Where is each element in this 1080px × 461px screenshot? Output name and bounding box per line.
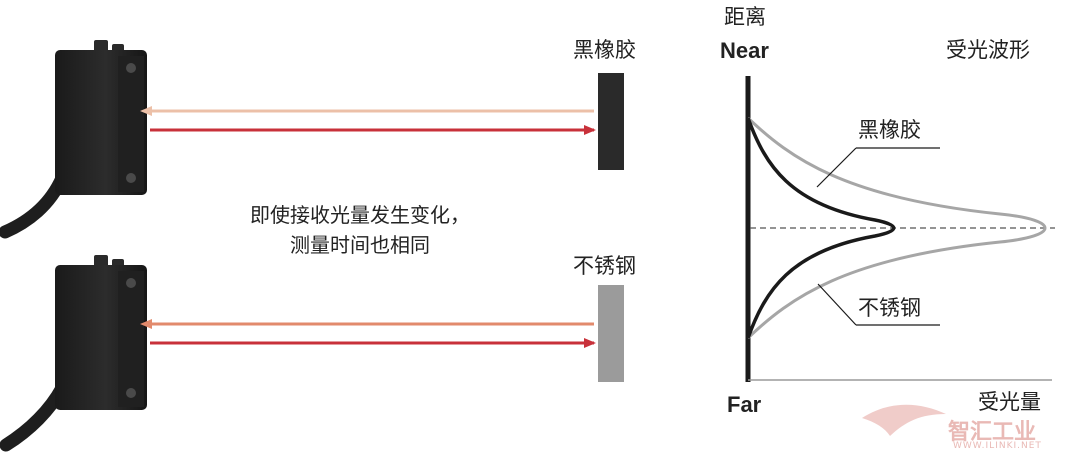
curve-black-rubber — [746, 117, 896, 339]
y-axis-title: 距离 — [724, 5, 766, 29]
graph-title: 受光波形 — [946, 38, 1030, 62]
label-stainless-steel: 不锈钢 — [573, 254, 636, 278]
sensor-bottom-lens-panel — [118, 271, 144, 407]
sensor-bottom-screw-lower — [126, 388, 136, 398]
curve-label-stainless-steel: 不锈钢 — [858, 296, 921, 320]
watermark-url: WWW.ILINKI.NET — [953, 441, 1042, 451]
caption-line-2: 测量时间也相同 — [290, 233, 430, 257]
sensor-bottom-cable — [0, 381, 69, 452]
watermark-brand: 智汇工业 — [948, 420, 1037, 445]
watermark-logo-mark — [862, 404, 946, 436]
axis-near-label: Near — [720, 38, 769, 63]
target-stainless-steel — [598, 285, 624, 382]
sensor-top — [0, 40, 147, 239]
caption-message: 即使接收光量发生变化， 测量时间也相同 — [200, 200, 520, 260]
sensor-top-lens-panel — [118, 56, 144, 192]
watermark-logo — [862, 404, 946, 436]
x-axis-label: 受光量 — [978, 390, 1041, 414]
curve-label-black-rubber: 黑橡胶 — [858, 118, 921, 142]
waveform-graph — [745, 76, 1055, 382]
target-black-rubber — [598, 73, 624, 170]
sensor-bottom — [0, 255, 147, 452]
sensor-top-knob-1 — [94, 40, 108, 52]
caption-line-1: 即使接收光量发生变化， — [250, 203, 470, 227]
sensor-top-screw-lower — [126, 173, 136, 183]
sensor-bottom-knob-1 — [94, 255, 108, 267]
label-black-rubber: 黑橡胶 — [573, 38, 636, 62]
axis-far-label: Far — [727, 392, 762, 417]
sensor-bottom-screw-upper — [126, 278, 136, 288]
sensor-top-screw-upper — [126, 63, 136, 73]
curve-stainless-steel — [746, 116, 1047, 340]
sensor-top-cable — [0, 171, 69, 239]
leader-stainless — [817, 283, 857, 326]
leader-black-rubber — [816, 147, 857, 188]
